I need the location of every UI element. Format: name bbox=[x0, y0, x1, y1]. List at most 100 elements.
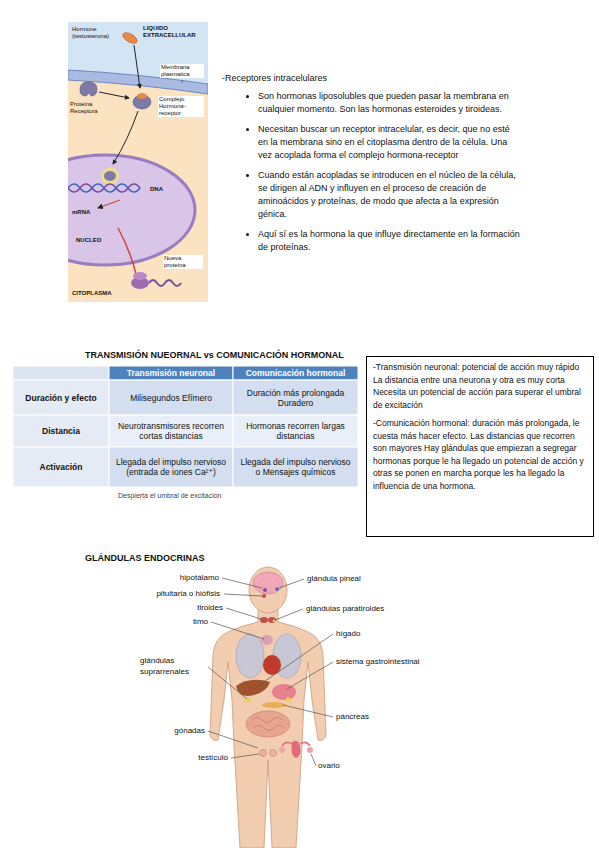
cell-illustration bbox=[68, 22, 208, 302]
table-cell-slot: Llegada del impulso nervioso o Mensajes … bbox=[233, 447, 358, 487]
leader-line bbox=[211, 622, 264, 639]
leader-line bbox=[224, 594, 262, 596]
cell-label: Complejo Hormona-receptor bbox=[158, 96, 204, 117]
cell-label: Nueva proteina bbox=[163, 255, 203, 269]
table-header-ground bbox=[233, 366, 358, 380]
cell-label: Proteina Receptora bbox=[70, 101, 114, 115]
dna-strand bbox=[68, 184, 140, 192]
nuclear-entry-arrow bbox=[113, 111, 138, 164]
table-cell: Neurotransmisores recorren cortas distan… bbox=[109, 421, 233, 441]
organ-label: hipotálamo bbox=[150, 573, 219, 583]
organ-label: sistema gastrointestinal bbox=[336, 657, 466, 667]
label-slot: Nueva proteina bbox=[163, 255, 203, 269]
table-cell-slot: Hormonas recorren largas distancias bbox=[233, 415, 358, 447]
intestine-loops bbox=[252, 718, 284, 731]
hormone-molecule bbox=[121, 31, 139, 46]
table-cell-slot: Milisegundos Efímero bbox=[109, 380, 233, 415]
note-box: -Transmisión neuronal: potencial de acci… bbox=[366, 356, 594, 537]
table-cell-slot: Activación bbox=[13, 447, 109, 487]
cell-label: Hormone (testosterona) bbox=[72, 26, 120, 40]
receptor-protein bbox=[80, 82, 97, 96]
label-slot: Hormone (testosterona) bbox=[72, 26, 120, 40]
table-cell-ground bbox=[109, 415, 233, 447]
table-cell-ground bbox=[13, 366, 109, 380]
hypothalamus bbox=[263, 588, 267, 592]
lung bbox=[236, 634, 264, 678]
table-header: Transmisión neuronal bbox=[123, 368, 219, 378]
mrna-strand bbox=[118, 228, 136, 274]
table-cell: Llegada del impulso nervioso o Mensajes … bbox=[233, 457, 358, 477]
label-slot: hígado bbox=[336, 629, 456, 639]
cell-label: Membrana plasmatica bbox=[160, 64, 204, 78]
label-slot: hipotálamo bbox=[150, 573, 219, 583]
label-slot: testículo bbox=[170, 753, 228, 763]
organ-label: hígado bbox=[336, 629, 456, 639]
label-slot: GLÁNDULAS ENDOCRINAS bbox=[85, 553, 285, 564]
table-header-ground bbox=[109, 366, 233, 380]
cell-label: CITOPLASMA bbox=[72, 290, 128, 297]
table-cell-slot: Duración más prolongada Duradero bbox=[233, 380, 358, 415]
label-slot: -Receptores intracelulares bbox=[222, 72, 522, 84]
organ-label: páncreas bbox=[336, 712, 436, 722]
label-slot: Membrana plasmatica bbox=[160, 64, 204, 78]
table-cell-ground bbox=[233, 415, 358, 447]
table-cell-ground bbox=[109, 447, 233, 487]
leader-line bbox=[208, 731, 258, 748]
uterus bbox=[292, 741, 301, 758]
label-slot: DNA bbox=[150, 186, 180, 193]
organ-label: tiroides bbox=[160, 603, 223, 613]
table-row-header: Distancia bbox=[38, 426, 84, 436]
organ-label: pituitaria o hiófisis bbox=[120, 589, 220, 599]
leader-line bbox=[208, 667, 247, 699]
fallopian-tube bbox=[300, 742, 310, 746]
table-cell-slot: Distancia bbox=[13, 415, 109, 447]
bullet-item: Necesitan buscar un receptor intracelula… bbox=[258, 123, 520, 162]
nucleus bbox=[68, 155, 195, 265]
ovary bbox=[279, 747, 285, 753]
label-slot: páncreas bbox=[336, 712, 436, 722]
leader-line bbox=[311, 754, 316, 766]
label-slot: Despierta el umbral de excitación bbox=[118, 491, 318, 500]
complex-in-nucleus bbox=[104, 171, 116, 181]
bound-hormone bbox=[137, 93, 147, 99]
new-protein-chain bbox=[149, 280, 181, 286]
parathyroid bbox=[273, 620, 276, 623]
table-cell-ground bbox=[13, 415, 109, 447]
dna-strand bbox=[68, 184, 140, 192]
thyroid bbox=[260, 617, 268, 623]
label-slot: glándulas suprarrenales bbox=[140, 655, 205, 677]
label-slot: glándula pineal bbox=[307, 574, 427, 584]
leader-line bbox=[258, 634, 333, 686]
cell-label: mRNA bbox=[72, 209, 98, 216]
cell-label: NUCLEO bbox=[76, 237, 116, 244]
label-slot: Proteina Receptora bbox=[70, 101, 114, 115]
pituitary bbox=[262, 594, 266, 598]
label-slot: glándulas paratiroides bbox=[306, 604, 426, 614]
label-slot: TRANSMISIÓN NUEORNAL vs COMUNICACIÓN HOR… bbox=[85, 350, 385, 361]
head bbox=[249, 567, 287, 613]
table-cell-ground bbox=[13, 380, 109, 415]
testicle bbox=[260, 750, 267, 757]
label-slot: LIQUIDO EXTRACELLULAR bbox=[143, 25, 205, 39]
bullet-item: Aquí sí es la hormona la que influye dir… bbox=[258, 228, 520, 254]
mrna-arrow bbox=[98, 200, 120, 208]
note-text: -Transmisión neuronal: potencial de acci… bbox=[373, 361, 588, 411]
table-cell-slot: Transmisión neuronal bbox=[109, 366, 233, 380]
note-text: -Comunicación hormonal: duración más pro… bbox=[373, 417, 588, 492]
comparison-table bbox=[13, 366, 358, 487]
bullet-list: Son hormonas liposolubles que pueden pas… bbox=[244, 90, 520, 261]
thymus bbox=[261, 635, 273, 645]
leader-line bbox=[222, 578, 262, 588]
organ-label: glándula pineal bbox=[307, 574, 427, 584]
binding-halo bbox=[101, 167, 119, 185]
table-cell: Duración más prolongada Duradero bbox=[233, 388, 358, 408]
label-slot: Complejo Hormona-receptor bbox=[158, 96, 204, 117]
ribosome bbox=[133, 272, 147, 280]
table-cell-slot: Comunicación hormonal bbox=[233, 366, 358, 380]
brain bbox=[253, 572, 283, 594]
label-slot: NUCLEO bbox=[76, 237, 116, 244]
label-slot: pituitaria o hiófisis bbox=[120, 589, 220, 599]
leader-line bbox=[231, 754, 259, 758]
table-row-header: Duración y efecto bbox=[21, 393, 100, 403]
